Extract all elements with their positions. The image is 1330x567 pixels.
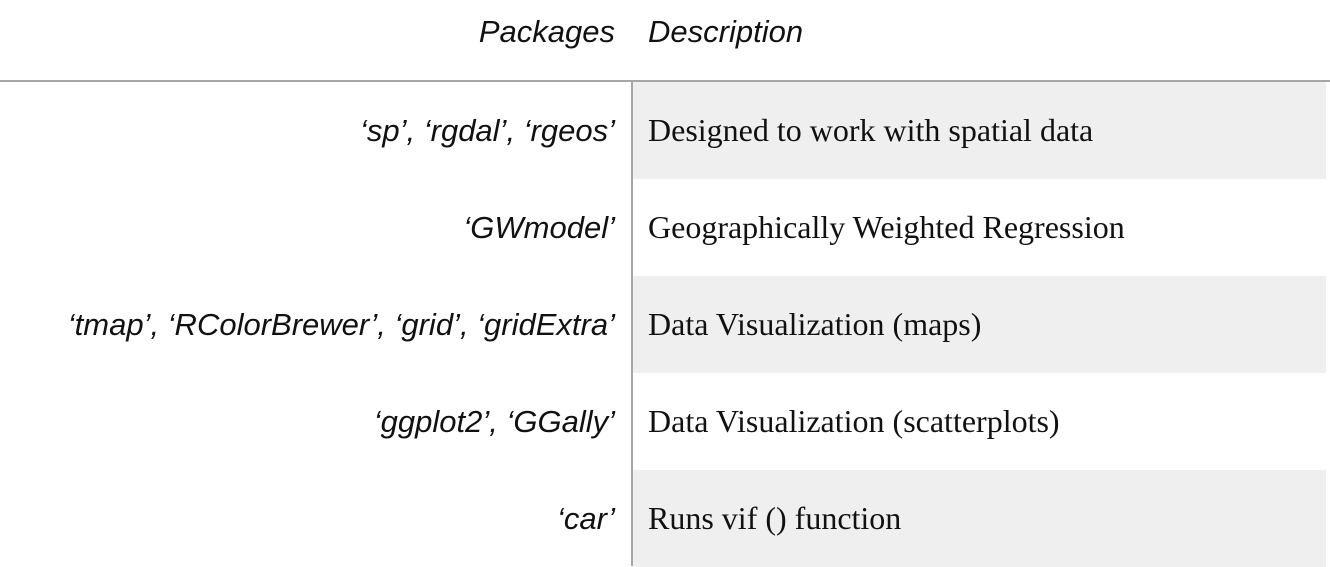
row-packages: ‘car’ (557, 501, 615, 536)
header-divider (0, 80, 1330, 82)
table-row: ‘sp’, ‘rgdal’, ‘rgeos’ Designed to work … (0, 82, 1330, 179)
row-packages: ‘tmap’, ‘RColorBrewer’, ‘grid’, ‘gridExt… (67, 307, 615, 342)
row-shading (633, 276, 1326, 373)
column-divider (631, 82, 633, 566)
row-description: Runs vif () function (648, 500, 902, 536)
row-packages: ‘sp’, ‘rgdal’, ‘rgeos’ (360, 113, 615, 148)
row-description: Designed to work with spatial data (648, 112, 1094, 148)
table-row: ‘GWmodel’ Geographically Weighted Regres… (0, 179, 1330, 276)
table-row: ‘tmap’, ‘RColorBrewer’, ‘grid’, ‘gridExt… (0, 276, 1330, 373)
row-shading (633, 82, 1326, 179)
table-header: Packages Description (0, 0, 1330, 80)
table-row: ‘car’ Runs vif () function (0, 470, 1330, 567)
row-description: Data Visualization (maps) (648, 306, 982, 342)
row-description: Geographically Weighted Regression (648, 209, 1125, 245)
header-packages: Packages (478, 14, 615, 49)
table-row: ‘ggplot2’, ‘GGally’ Data Visualization (… (0, 373, 1330, 470)
row-packages: ‘GWmodel’ (463, 210, 615, 245)
row-description: Data Visualization (scatterplots) (648, 403, 1060, 439)
row-packages: ‘ggplot2’, ‘GGally’ (373, 404, 615, 439)
header-description: Description (648, 14, 804, 49)
row-shading (633, 470, 1326, 567)
